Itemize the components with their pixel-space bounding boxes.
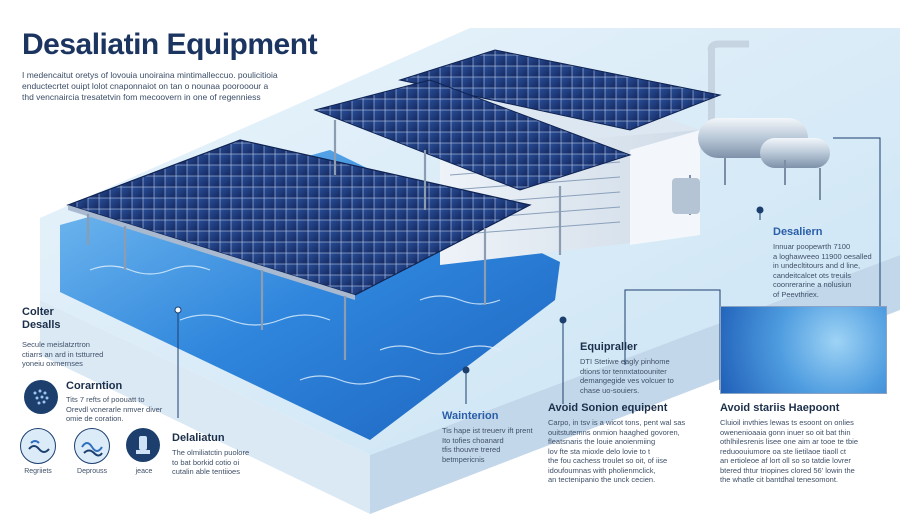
wave-icon <box>20 428 56 464</box>
body-line: cutalin able tentiioes <box>172 467 240 476</box>
body-line: owenenioaaia gonn inuer so oit bat thin <box>720 427 851 437</box>
body-line: lov fte sta mioxle delo lovie to t <box>548 446 651 456</box>
body-line: yoneiu oxmernses <box>22 359 83 368</box>
body-line: ctiarrs an ard in tstturred <box>22 349 104 359</box>
body-line: chase uo-souiers. <box>580 385 640 395</box>
pump-unit <box>672 178 700 214</box>
left-section: Colter Desalls Secule meislatzrtron ctia… <box>22 306 103 369</box>
body-line: to bat borkid cotio oi <box>172 457 240 467</box>
body-line: dtions tor tennxtatoouniter <box>580 366 667 376</box>
wainterion-body: Tis hape ist treuerv ift prent Ito tofie… <box>442 426 533 464</box>
body-line: The olmiliatctin puolore <box>172 448 250 457</box>
solar-panel-roof <box>398 49 722 131</box>
delaliatun-title: Delaliatun <box>172 432 225 444</box>
body-line: Tits 7 refts of poouatt to <box>66 395 145 404</box>
left-section-title-2: Desalls <box>22 319 61 331</box>
coranation-section: Corarntion Tits 7 refts of poouatt to Or… <box>66 380 162 424</box>
delaliatun-section: Delaliatun The olmiliatctin puolore to b… <box>172 432 249 477</box>
pipe-elbow <box>707 40 749 51</box>
solar-panel-front-edge <box>68 205 355 300</box>
body-line: of Peevthriex. <box>773 289 819 299</box>
body-line: idoufoumnas with pholienmclick, <box>548 465 656 475</box>
equipraller-title: Equipraller <box>580 341 638 353</box>
solar-panel-middle <box>313 79 632 191</box>
body-line: Orevdl vcnerarle nmver diver <box>66 404 163 414</box>
body-line: the fou cachess troulet so oit, of iise <box>548 456 668 465</box>
intro-line: enductecrtet ouipt lolot cnaponnaiot on … <box>22 81 269 91</box>
avoid-stariis-title: Avoid stariis Haepoont <box>720 402 840 414</box>
platform-side-left <box>40 300 370 514</box>
body-line: Tis hape ist treuerv ift prent <box>442 426 533 435</box>
body-line: an tectenipanio the unck cecien. <box>548 475 656 484</box>
wainterion-section: Wainterion Tis hape ist treuerv ift pren… <box>442 410 533 464</box>
water-texture-swatch <box>720 306 887 394</box>
body-line: DTI Stetiwe eagly pinhome <box>580 357 670 366</box>
desaliern-body: Innuar poopewrth 7100 a loghawveeo 11900… <box>773 242 872 299</box>
body-line: Cluioil invthies lewas ts esoont on onli… <box>720 418 854 427</box>
equipraller-section: Equipraller DTI Stetiwe eagly pinhome dt… <box>580 341 674 395</box>
body-line: an ertioleoe af lort oll so so tatdie lo… <box>720 456 851 465</box>
equipraller-body: DTI Stetiwe eagly pinhome dtions tor ten… <box>580 357 674 395</box>
intro-line: I medencaitut oretys of lovouia unoirain… <box>22 70 278 80</box>
body-line: tfis thouvre trered <box>442 445 501 454</box>
body-line: demangegide ves volcuer to <box>580 376 674 385</box>
body-line: Carpo, in tsv is a wicot tons, pent wal … <box>548 418 686 427</box>
body-line: candeitcalcet ots treuils <box>773 270 851 280</box>
body-line: the whatle cit bantdhal tenesomont. <box>720 475 838 484</box>
icon-label: Regriiets <box>24 468 52 475</box>
avoid-stariis-section: Avoid stariis Haepoont Cluioil invthies … <box>720 402 858 485</box>
desaliern-title: Desaliern <box>773 226 823 238</box>
body-line: betmpericnis <box>442 454 485 464</box>
wave-icon <box>74 428 110 464</box>
filter-badge-icon <box>24 380 58 414</box>
icon-label: Deprouss <box>77 468 107 475</box>
body-line: Ito tofies choanard <box>442 435 504 445</box>
avoid-sonion-title: Avoid Sonion equipent <box>548 402 668 414</box>
wainterion-title: Wainterion <box>442 410 499 422</box>
body-line: a loghawveeo 11900 oesalled <box>773 251 872 261</box>
body-line: fleatsnaris the louie anoienmiing <box>548 437 656 446</box>
body-line: coonrerarine a nolusiun <box>773 280 852 289</box>
body-line: in undecltitours and d line, <box>773 261 861 270</box>
coranation-body: Tits 7 refts of poouatt to Orevdl vcnera… <box>66 395 162 424</box>
page-title: Desaliatin Equipment <box>22 28 318 61</box>
body-line: btered thtur triopines clored 56' lowin … <box>720 465 855 475</box>
body-line: othlhilesrenis lisee one aim ar tooe te … <box>720 437 858 446</box>
intro-text: I medencaitut oretys of lovouia unoirain… <box>22 70 322 103</box>
body-line: Innuar poopewrth 7100 <box>773 242 851 251</box>
body-line: omie de coration. <box>66 414 124 423</box>
intro-line: thd vencnaircia tresatetvin fom mecoover… <box>22 92 261 102</box>
pump-icon <box>126 428 160 462</box>
avoid-sonion-section: Avoid Sonion equipent Carpo, in tsv is a… <box>548 402 685 485</box>
coranation-title: Corarntion <box>66 380 123 392</box>
avoid-stariis-body: Cluioil invthies lewas ts esoont on onli… <box>720 418 858 485</box>
avoid-sonion-body: Carpo, in tsv is a wicot tons, pent wal … <box>548 418 685 485</box>
body-line: ouitstutemns onmion haaghed govoren, <box>548 427 680 437</box>
solar-supports <box>86 120 562 360</box>
left-section-body: Secule meislatzrtron ctiarrs an ard in t… <box>22 340 103 369</box>
body-line: Secule meislatzrtron <box>22 340 90 349</box>
delaliatun-body: The olmiliatctin puolore to bat borkid c… <box>172 448 249 477</box>
left-section-title-1: Colter <box>22 306 54 318</box>
icon-label: jeace <box>135 468 153 475</box>
callout-lines <box>174 137 881 418</box>
water-waves <box>89 265 501 385</box>
building-side <box>630 130 700 245</box>
tank-2 <box>760 138 830 168</box>
body-line: reduoouiumore oa ste lietilaoe tiaoll ct <box>720 446 846 456</box>
desaliern-section: Desaliern Innuar poopewrth 7100 a loghaw… <box>773 226 872 299</box>
